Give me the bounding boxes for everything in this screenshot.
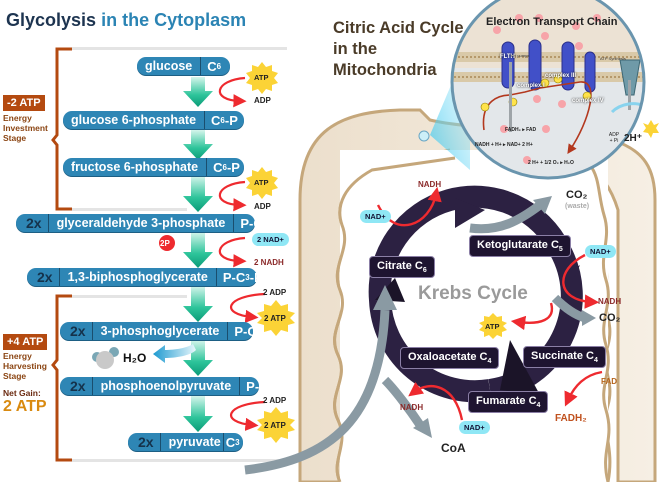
etc-title: Electron Transport Chain	[486, 16, 618, 28]
co2-waste-label: CO₂	[566, 189, 588, 201]
atp-label-4: 2 ATP	[264, 421, 286, 430]
adp-label-4: 2 ADP	[263, 396, 287, 405]
complex-i-label: complex I	[517, 83, 545, 89]
net-gain-value: 2 ATP	[3, 398, 47, 415]
adp-label-2: ADP	[254, 202, 271, 211]
complex-flth	[501, 41, 515, 89]
etc-atp-star	[643, 120, 659, 138]
complex-iii	[561, 41, 575, 91]
harvest-label: Energy Harvesting Stage	[3, 351, 47, 381]
co2-label-right: CO₂	[599, 312, 621, 324]
coa-label: CoA	[441, 441, 466, 455]
glycolysis-title: Glycolysis in the Cytoplasm	[6, 10, 247, 30]
adp-label-3: 2 ADP	[263, 288, 287, 297]
investment-label: Energy Investment Stage	[3, 113, 48, 143]
nadh-label-right: NADH	[598, 297, 622, 306]
h-pumps-label: H+ pumps	[511, 53, 530, 58]
waste-label: (waste)	[565, 203, 590, 210]
fad-label: FAD	[601, 377, 617, 386]
complex-iv-label: complex IV	[572, 98, 604, 104]
atp-synthesis-label: ATP Synthesis	[600, 56, 626, 61]
atp-synthase	[619, 59, 641, 96]
complex-iv	[584, 51, 596, 93]
water-label: H₂O	[123, 351, 147, 365]
phosphate-badge-bg	[159, 235, 175, 251]
water-equation: 2 H+ + 1/2 O₂ ▸ H₂O	[528, 160, 574, 166]
grey-arrowheads	[373, 196, 596, 438]
nad-badge-right: NAD+	[585, 245, 616, 258]
net-gain-label: Net Gain:	[3, 388, 41, 398]
glycolysis-arrows	[183, 77, 213, 432]
fadh-equation: FADH₂ ▸ FAD	[505, 127, 537, 133]
compound-fumarate: Fumarate C4	[468, 391, 549, 414]
citric-acid-title: Citric Acid Cycle in the Mitochondria	[333, 19, 464, 79]
flth-label: FLTH	[500, 54, 515, 60]
atp-label-3: 2 ATP	[264, 314, 286, 323]
etc-inset-border	[450, 0, 646, 180]
nadh-label-glycolysis: 2 NADH	[254, 258, 284, 267]
compound-succinate: Succinate C4	[523, 346, 606, 369]
harvest-badge: +4 ATP	[3, 334, 48, 350]
nad-badge-top: NAD+	[360, 210, 391, 223]
harvest-bracket	[51, 294, 72, 462]
water-molecule-icon	[92, 347, 119, 369]
fadh2-label: FADH₂	[555, 413, 587, 424]
nadh-label-top: NADH	[418, 180, 442, 189]
glycolysis-red-arrows	[218, 76, 266, 431]
nad-badge-glycolysis: 2 NAD+	[252, 233, 289, 246]
atp-label-2: ATP	[254, 178, 269, 187]
adp-label-1: ADP	[254, 96, 271, 105]
atp-label-1: ATP	[254, 73, 269, 82]
nad-badge-bottom: NAD+	[459, 421, 490, 434]
compound-ketoglutarate: Ketoglutarate C5	[469, 235, 571, 258]
complex-iii-label: complex III	[545, 73, 577, 79]
atp-stars	[246, 62, 507, 443]
krebs-cycle-label: Krebs Cycle	[418, 283, 528, 304]
adp-pi-label: ADP + Pi	[608, 132, 620, 144]
compound-citrate: Citrate C6	[369, 256, 435, 279]
two-h-plus-label: 2H⁺	[624, 133, 643, 144]
h-plus-ions	[493, 14, 601, 164]
nadh-label-bottom: NADH	[400, 403, 424, 412]
water-arrow	[153, 344, 196, 363]
nadh-equation: NADH + H+ ▸ NAD+ 2 H+	[475, 142, 533, 148]
krebs-red-arrows	[376, 186, 603, 421]
phosphate-label: 2P	[160, 239, 170, 248]
investment-badge: -2 ATP	[3, 95, 45, 111]
investment-bracket	[51, 47, 72, 211]
stage-separators	[72, 47, 287, 462]
lipid-bilayer	[452, 52, 644, 82]
atp-label-krebs: ATP	[485, 322, 500, 331]
compound-oxaloacetate: Oxaloacetate C4	[400, 347, 500, 370]
